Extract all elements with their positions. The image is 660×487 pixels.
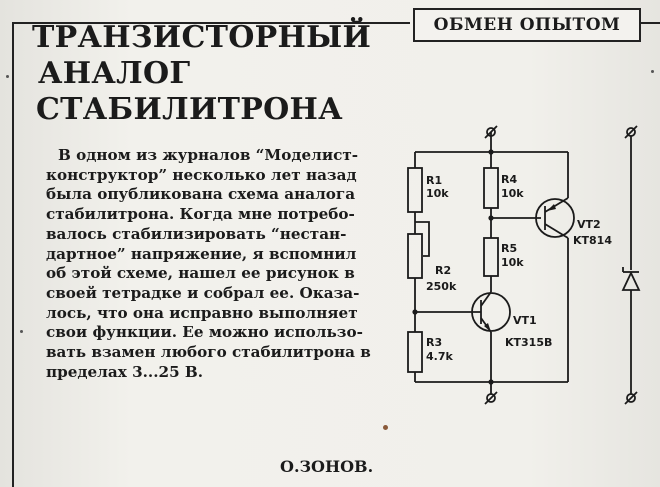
terminal-slash xyxy=(624,125,638,139)
vt2-part: KT814 xyxy=(573,234,612,247)
title-line: СТАБИЛИТРОНА xyxy=(36,92,343,127)
r2-body xyxy=(407,233,423,279)
vt2-collector xyxy=(544,223,569,239)
vt1-collector xyxy=(480,291,492,307)
body-line: об этой схеме, нашел ее рисунок в xyxy=(46,264,355,283)
vt1-part: KT315B xyxy=(505,336,552,349)
article-title: ТРАНЗИСТОРНЫЙ АНАЛОГ СТАБИЛИТРОНА xyxy=(32,20,412,128)
r4-value: 10k xyxy=(501,187,524,200)
r5-label: R5 xyxy=(501,242,517,255)
r4-body xyxy=(483,167,499,209)
terminal-slash xyxy=(484,125,498,139)
paper-speck xyxy=(20,330,23,333)
r2-wiper xyxy=(415,221,430,257)
body-line: стабилитрона. Когда мне потребо- xyxy=(46,205,355,224)
r1-label: R1 xyxy=(426,174,442,187)
vt1-label: VT1 xyxy=(513,314,537,327)
frame-top-line xyxy=(12,22,410,24)
junction-dot xyxy=(412,309,418,315)
r3-body xyxy=(407,331,423,373)
vt2-emitter-arrow xyxy=(547,204,556,211)
body-line: свои функции. Ее можно использо- xyxy=(46,323,363,342)
circuit-schematic: R1 10k R2 250k R3 4.7k R4 10k R5 10k VT1… xyxy=(407,125,641,405)
r5-body xyxy=(483,237,499,277)
frame-top-right-line xyxy=(641,22,660,24)
title-line: АНАЛОГ xyxy=(38,56,191,91)
junction-dot xyxy=(488,379,494,385)
article-author: О.ЗОНОВ. xyxy=(280,457,374,476)
paper-speck xyxy=(651,70,654,73)
paper-speck xyxy=(6,75,9,78)
terminal-slash xyxy=(624,391,638,405)
vt1-emitter-arrow xyxy=(484,323,491,332)
junction-dot xyxy=(488,149,494,155)
r2-value: 250k xyxy=(426,280,457,293)
body-line: вать взамен любого стабилитрона в xyxy=(46,343,371,362)
body-line: дартное” напряжение, я вспомнил xyxy=(46,244,357,263)
paper-speck xyxy=(383,425,388,430)
r1-body xyxy=(407,167,423,213)
r2-label: R2 xyxy=(435,264,451,277)
bottom-terminal xyxy=(486,393,496,403)
body-line: конструктор” несколько лет назад xyxy=(46,165,357,184)
body-line: лось, что она исправно выполняет xyxy=(46,303,358,322)
body-line: валось стабилизировать “нестан- xyxy=(46,224,347,243)
vt2-label: VT2 xyxy=(577,218,601,231)
body-line: В одном из журналов “Моделист- xyxy=(58,146,359,164)
body-line: своей тетрадке и собрал ее. Оказа- xyxy=(46,283,360,302)
vt2-body xyxy=(535,198,575,238)
r3-label: R3 xyxy=(426,336,442,349)
junction-dot xyxy=(488,215,494,221)
zener-triangle xyxy=(621,270,641,291)
body-line: пределах 3...25 В. xyxy=(46,362,204,381)
r5-value: 10k xyxy=(501,256,524,269)
article-body: В одном из журналов “Моделист- конструкт… xyxy=(46,146,388,382)
frame-left-line xyxy=(12,22,14,487)
r3-value: 4.7k xyxy=(426,350,453,363)
zener-bottom-terminal xyxy=(626,393,636,403)
body-line: была опубликована схема аналога xyxy=(46,185,356,204)
top-terminal xyxy=(486,127,496,137)
r1-value: 10k xyxy=(426,187,449,200)
terminal-slash xyxy=(484,391,498,405)
section-label: ОБМЕН ОПЫТОМ xyxy=(413,8,641,42)
r4-label: R4 xyxy=(501,173,517,186)
title-line: ТРАНЗИСТОРНЫЙ xyxy=(32,20,372,55)
